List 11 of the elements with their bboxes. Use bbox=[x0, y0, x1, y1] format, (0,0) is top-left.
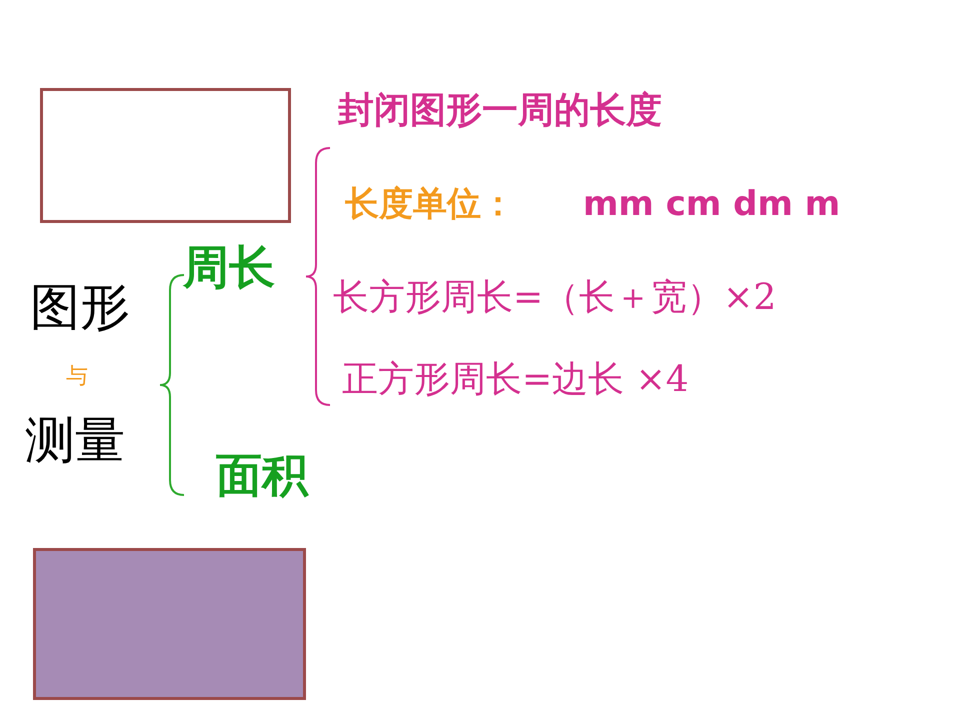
formula-text: 长方形周长=（长＋宽）×2 bbox=[333, 280, 776, 316]
empty-rectangle bbox=[40, 88, 291, 223]
filled-rectangle bbox=[33, 548, 306, 700]
conjunction-text: 与 bbox=[66, 366, 88, 388]
unit-heading: 长度单位： bbox=[345, 187, 515, 221]
topic-title: 图形 bbox=[30, 282, 130, 332]
definition-text: 封闭图形一周的长度 bbox=[338, 92, 662, 128]
topic-title: 测量 bbox=[25, 415, 125, 465]
unit-list: mm cm dm m bbox=[583, 187, 840, 221]
topic-heading: 面积 bbox=[216, 452, 308, 498]
formula-text: 正方形周长=边长 ×4 bbox=[342, 362, 689, 398]
